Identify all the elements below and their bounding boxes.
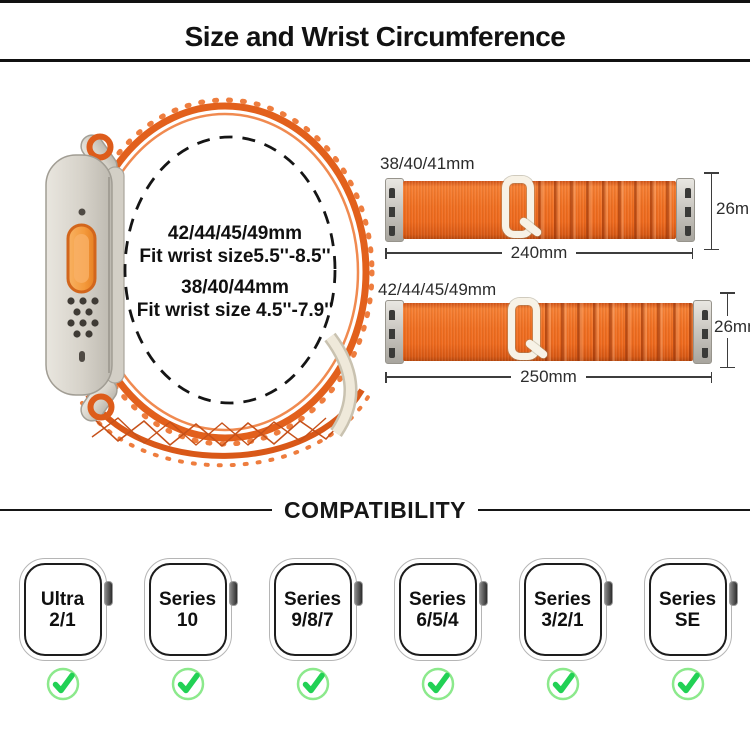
model-series-9-8-7: Series 9/8/7 <box>250 558 375 702</box>
dashed-wrist-circle <box>123 135 337 405</box>
speaker-grille <box>67 297 99 338</box>
crown-icon <box>603 581 613 606</box>
compatibility-heading: COMPATIBILITY <box>0 496 750 524</box>
size-line-large-mm: 42/44/45/49mm <box>167 223 303 244</box>
watch-outline-icon: Series 9/8/7 <box>268 558 363 661</box>
band-figure-small: 38/40/41mm 240mm 26mm <box>375 148 750 270</box>
band-adapter-left <box>385 300 404 364</box>
compatibility-title: COMPATIBILITY <box>284 496 466 523</box>
width-measure: 26mm <box>704 172 750 250</box>
band-strip <box>375 298 750 364</box>
check-icon <box>171 667 204 701</box>
length-value: 240mm <box>510 243 568 262</box>
band-ribs <box>545 303 693 361</box>
band-fabric <box>403 181 676 239</box>
watch-outline-icon: Series 3/2/1 <box>518 558 613 661</box>
band-adapter-left <box>385 178 404 242</box>
width-value: 26mm <box>715 198 750 220</box>
check-icon <box>546 667 579 701</box>
watch-lugs <box>80 133 118 422</box>
size-line-small-mm: 38/40/44mm <box>181 277 289 298</box>
band-adapter-right <box>676 178 695 242</box>
heading-rule-left <box>0 508 273 512</box>
compatibility-models-row: Ultra 2/1 Series 10 Series 9/8/7 <box>0 558 750 702</box>
check-icon <box>421 667 454 701</box>
crown-icon <box>228 581 238 606</box>
side-slot <box>79 351 85 362</box>
watch-outline-icon: Series SE <box>643 558 738 661</box>
watch-outline-icon: Ultra 2/1 <box>18 558 113 661</box>
size-fit-info: 42/44/45/49mm Fit wrist size5.5''-8.5'' … <box>85 222 385 322</box>
width-measure: 26mm <box>713 292 750 368</box>
width-value: 26mm <box>713 316 750 338</box>
band-ribs <box>538 181 676 239</box>
heading-rule-right <box>477 508 750 512</box>
g-hook-buckle <box>508 298 540 360</box>
page-title: Size and Wrist Circumference <box>184 21 566 52</box>
g-hook-buckle-side <box>324 332 358 437</box>
length-measure: 240mm <box>385 243 693 263</box>
crown-icon <box>728 581 738 606</box>
top-rule <box>0 0 750 3</box>
check-icon <box>46 667 79 701</box>
size-line-large-fit: Fit wrist size5.5''-8.5'' <box>139 246 331 267</box>
watch-outline-icon: Series 6/5/4 <box>393 558 488 661</box>
band-size-label: 38/40/41mm <box>380 154 475 173</box>
mic-dot <box>78 208 86 216</box>
watch-outline-icon: Series 10 <box>143 558 238 661</box>
crown-icon <box>478 581 488 606</box>
model-series-3-2-1: Series 3/2/1 <box>500 558 625 702</box>
model-ultra-2-1: Ultra 2/1 <box>0 558 125 702</box>
crown-icon <box>353 581 363 606</box>
size-line-small-fit: Fit wrist size 4.5''-7.9'' <box>136 300 334 321</box>
crown-icon <box>103 581 113 606</box>
band-size-label: 42/44/45/49mm <box>378 280 497 299</box>
g-hook-buckle <box>502 176 534 238</box>
check-icon <box>296 667 329 701</box>
band-adapter-right <box>693 300 712 364</box>
watch-loop-illustration <box>45 97 375 468</box>
check-icon <box>671 667 704 701</box>
model-series-10: Series 10 <box>125 558 250 702</box>
band-fabric <box>403 303 693 361</box>
watch-ultra-side-view <box>45 154 125 396</box>
title-divider <box>0 59 750 62</box>
model-series-se: Series SE <box>625 558 750 702</box>
length-measure: 250mm <box>385 367 712 387</box>
band-figure-large: 42/44/45/49mm 250mm 26mm <box>375 276 750 398</box>
length-value: 250mm <box>520 367 577 386</box>
model-series-6-5-4: Series 6/5/4 <box>375 558 500 702</box>
band-strip <box>375 176 750 242</box>
